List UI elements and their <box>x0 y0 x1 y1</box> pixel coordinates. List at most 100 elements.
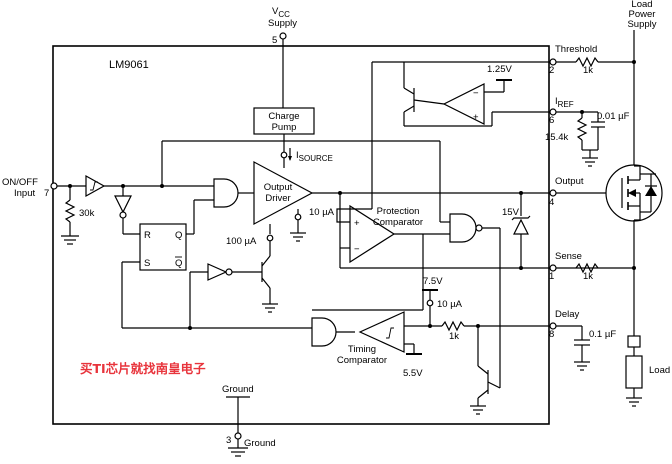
i10-driver-label: 10 µA <box>309 207 335 218</box>
v55-label: 5.5V <box>403 368 423 379</box>
sense-pin-terminal[interactable] <box>549 264 557 272</box>
load-ground-symbol <box>626 397 642 407</box>
output-pin-number: 4 <box>549 197 554 208</box>
r-threshold-value: 1k <box>583 65 593 76</box>
ref-minus: − <box>473 88 479 99</box>
onoff-label-1: ON/OFF <box>2 177 38 188</box>
r-sense-value: 1k <box>583 271 593 282</box>
vcc-supply-label: Supply <box>268 18 297 29</box>
output-driver-label-1: Output <box>264 182 293 193</box>
r-timing-value: 1k <box>449 331 459 342</box>
ground-pin-terminal[interactable] <box>234 432 242 440</box>
onoff-ground-symbol <box>61 235 79 245</box>
onoff-label-2: Input <box>14 188 35 199</box>
chip-outline <box>52 45 550 425</box>
delay-ground-symbol <box>574 361 590 371</box>
inverter-to-pull <box>207 263 228 281</box>
threshold-label: Threshold <box>555 44 597 55</box>
iref-pin-number: 6 <box>549 115 554 126</box>
charge-pump-label-1: Charge <box>268 111 299 122</box>
onoff-pin[interactable]: ON/OFF Input 7 <box>2 177 58 199</box>
load-supply-line-2: Power <box>628 9 656 20</box>
nand-gate <box>449 213 477 243</box>
chip-name: LM9061 <box>109 59 149 71</box>
r-onoff-resistor <box>64 199 76 223</box>
onoff-pin-terminal[interactable] <box>50 182 58 190</box>
vcc-pin-number: 5 <box>272 35 277 46</box>
delay-pin[interactable]: Delay 8 <box>549 309 580 340</box>
watermark-text: 买TI芯片就找南皇电子 <box>80 361 206 376</box>
zener-label: 15V <box>502 207 520 218</box>
prot-label-1: Protection <box>377 206 420 217</box>
c-iref-value: 0.01 µF <box>597 111 630 122</box>
iref-pin[interactable]: IREF 6 <box>549 96 574 126</box>
ref-plus: + <box>473 112 479 123</box>
i100-source <box>266 234 274 242</box>
i10-driver-source <box>294 213 302 221</box>
sense-pin-number: 1 <box>549 271 554 282</box>
r-sense <box>575 262 599 274</box>
charge-pump-block <box>253 107 315 135</box>
and-gate-timing <box>311 317 337 347</box>
inverter-to-reset <box>114 195 132 214</box>
load-block <box>625 355 643 389</box>
i100-label: 100 µA <box>226 236 257 247</box>
threshold-pin-number: 2 <box>549 65 554 76</box>
zener-15v <box>513 218 529 235</box>
isource-current-source <box>280 151 288 159</box>
load-label: Load <box>649 365 670 376</box>
ground-top-label: Ground <box>222 384 254 395</box>
load-terminal <box>627 335 641 348</box>
vcc-label: VCC <box>272 6 290 19</box>
r-onoff-value: 30k <box>79 208 95 219</box>
load-supply-line-1: Load <box>631 0 653 10</box>
prot-plus: + <box>354 218 360 229</box>
discharge-ground-symbol <box>470 405 486 415</box>
ground-label: Ground <box>244 438 276 449</box>
ff-qbar-label: Q <box>175 258 182 269</box>
load-power-supply-label: Load Power Supply <box>612 0 672 30</box>
i10-timing-source <box>426 299 434 307</box>
r-iref <box>576 117 588 141</box>
ff-q-label: Q <box>175 230 182 241</box>
vcc-pin-terminal[interactable] <box>279 32 287 40</box>
sense-pin[interactable]: Sense 1 <box>549 251 582 282</box>
ground-symbol <box>228 447 248 457</box>
protection-comparator <box>349 204 396 264</box>
ground-pin-number: 3 <box>226 435 231 446</box>
output-driver-label-2: Driver <box>265 193 290 204</box>
timing-label-1: Timing <box>348 344 376 355</box>
ff-s-label: S <box>144 258 150 269</box>
i10-timing-label: 10 µA <box>437 299 463 310</box>
vref-label: 1.25V <box>487 64 512 75</box>
isource-label: ISOURCE <box>296 150 333 163</box>
output-pin[interactable]: Output 4 <box>549 176 584 208</box>
delay-pin-number: 8 <box>549 329 554 340</box>
prot-label-2: Comparator <box>373 217 423 228</box>
output-driver <box>253 160 314 226</box>
output-label: Output <box>555 176 584 187</box>
prot-minus: − <box>354 244 360 255</box>
driver-ground-symbol <box>290 232 306 242</box>
rs-flipflop <box>139 223 187 271</box>
r-threshold <box>575 56 599 68</box>
iref-ground-symbol <box>582 157 598 167</box>
output-pin-terminal[interactable] <box>549 189 557 197</box>
body-diode <box>645 186 657 196</box>
timing-label-2: Comparator <box>337 355 387 366</box>
ff-r-label: R <box>144 230 151 241</box>
r-iref-value: 15.4k <box>545 132 568 143</box>
timing-comparator <box>358 311 405 353</box>
and-gate-driver <box>213 178 239 208</box>
load-supply-line-3: Supply <box>627 19 657 30</box>
iref-label: IREF <box>555 96 574 109</box>
charge-pump-label-2: Pump <box>272 122 297 133</box>
r-timing <box>441 320 465 332</box>
pull-ground-symbol <box>262 303 278 313</box>
c-delay-value: 0.1 µF <box>589 329 616 340</box>
ground-pin[interactable]: 3 Ground <box>226 432 276 449</box>
onoff-pin-number: 7 <box>44 188 49 199</box>
input-schmitt-buffer <box>85 174 106 198</box>
